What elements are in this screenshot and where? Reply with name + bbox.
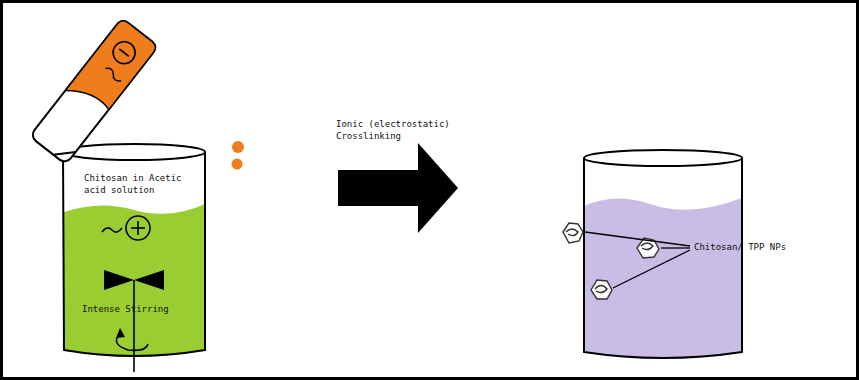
tpp-drop bbox=[232, 159, 243, 170]
process-label: Ionic (electrostatic) Crosslinking bbox=[336, 118, 460, 142]
positive-charge bbox=[102, 216, 150, 240]
tpp-drop bbox=[232, 141, 244, 153]
leader-lines bbox=[585, 232, 690, 288]
nanoparticles bbox=[563, 223, 659, 299]
solution-label: Chitosan in Acetic acid solution bbox=[84, 172, 188, 196]
nanoparticle-label: Chitosan/ TPP NPs bbox=[694, 241, 844, 253]
stirrer bbox=[104, 270, 164, 372]
process-arrow bbox=[338, 143, 458, 233]
nanoparticle-suspension bbox=[584, 198, 742, 358]
right-beaker bbox=[584, 150, 742, 358]
stirring-label: Intense Stirring bbox=[82, 303, 182, 315]
test-tube bbox=[30, 18, 159, 165]
